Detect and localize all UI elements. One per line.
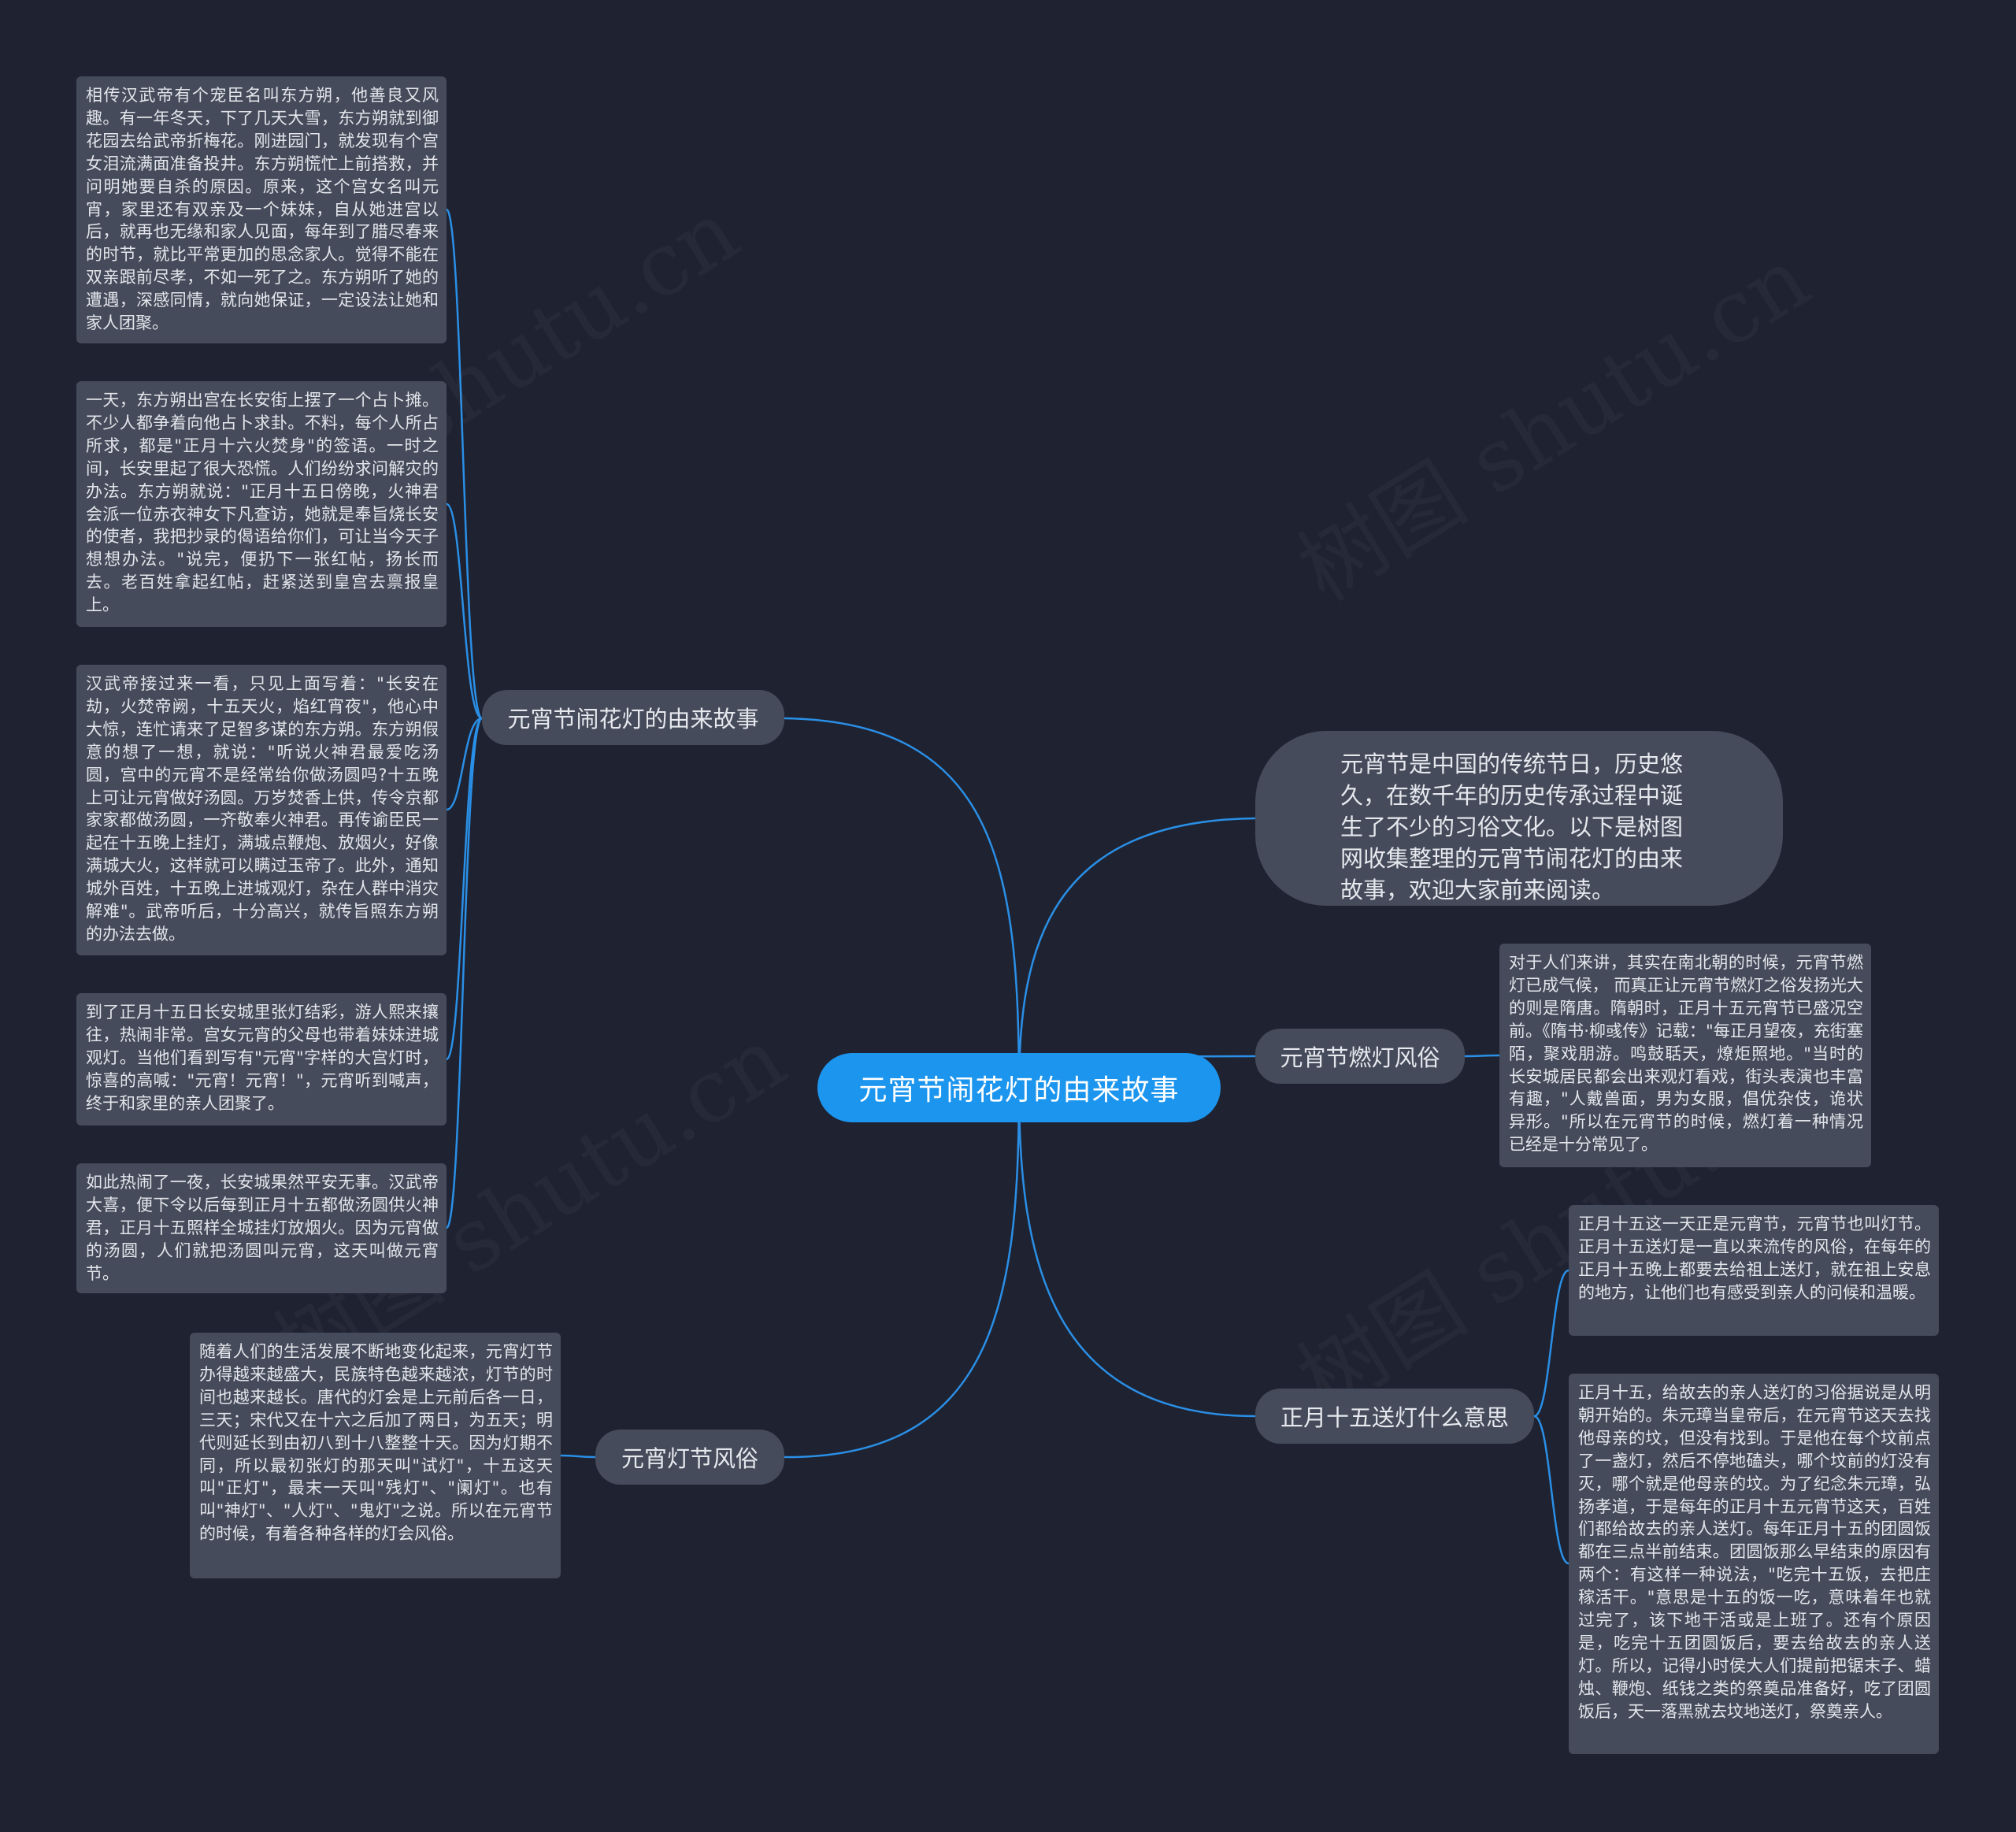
leaf-custom-1: 随着人们的生活发展不断地变化起来，元宵灯节办得越来越盛大，民族特色越来越浓，灯节… xyxy=(190,1333,561,1578)
link-lantern-leaf-1 xyxy=(1464,1054,1500,1058)
link-custom-leaf-1 xyxy=(560,1454,596,1459)
branch-intro[interactable]: 元宵节是中国的传统节日，历史悠久，在数千年的历史传承过程中诞生了不少的习俗文化。… xyxy=(1255,731,1783,906)
link-root-intro xyxy=(1017,817,1256,1088)
root-topic[interactable]: 元宵节闹花灯的由来故事 xyxy=(817,1053,1221,1122)
link-sending-leaf-2 xyxy=(1533,1415,1569,1565)
link-root-sending xyxy=(1017,1087,1256,1418)
link-story-leaf-2 xyxy=(446,503,483,720)
branch-sending[interactable]: 正月十五送灯什么意思 xyxy=(1255,1389,1534,1444)
leaf-sending-1: 正月十五这一天正是元宵节，元宵节也叫灯节。正月十五送灯是一直以来流传的风俗，在每… xyxy=(1569,1205,1939,1336)
leaf-lantern-1: 对于人们来讲，其实在南北朝的时候，元宵节燃灯已成气候， 而真正让元宵节燃灯之俗发… xyxy=(1499,944,1871,1167)
link-story-leaf-4 xyxy=(445,717,484,1061)
leaf-story-5: 如此热闹了一夜，长安城果然平安无事。汉武帝大喜，便下令以后每到正月十五都做汤圆供… xyxy=(76,1163,447,1293)
link-sending-leaf-1 xyxy=(1533,1269,1569,1418)
branch-custom[interactable]: 元宵灯节风俗 xyxy=(595,1430,784,1485)
link-story-leaf-1 xyxy=(445,208,484,720)
leaf-sending-2: 正月十五，给故去的亲人送灯的习俗据说是从明朝开始的。朱元璋当皇帝后，在元宵节这天… xyxy=(1569,1374,1939,1754)
leaf-story-2: 一天，东方朔出宫在长安街上摆了一个占卜摊。不少人都争着向他占卜求卦。不料，每个人… xyxy=(76,381,447,627)
link-story-leaf-5 xyxy=(445,717,484,1229)
link-story-leaf-3 xyxy=(446,717,483,811)
leaf-story-3: 汉武帝接过来一看，只见上面写着："长安在劫，火焚帝阙，十五天火，焰红宵夜"，他心… xyxy=(76,665,447,955)
link-root-custom xyxy=(784,1087,1021,1459)
branch-story[interactable]: 元宵节闹花灯的由来故事 xyxy=(482,690,784,745)
leaf-story-4: 到了正月十五日长安城里张灯结彩，游人熙来攘往，热闹非常。宫女元宵的父母也带着妹妹… xyxy=(76,993,447,1126)
branch-lantern[interactable]: 元宵节燃灯风俗 xyxy=(1255,1029,1465,1084)
link-root-story xyxy=(784,717,1021,1088)
leaf-story-1: 相传汉武帝有个宠臣名叫东方朔，他善良又风趣。有一年冬天，下了几天大雪，东方朔就到… xyxy=(76,76,447,343)
